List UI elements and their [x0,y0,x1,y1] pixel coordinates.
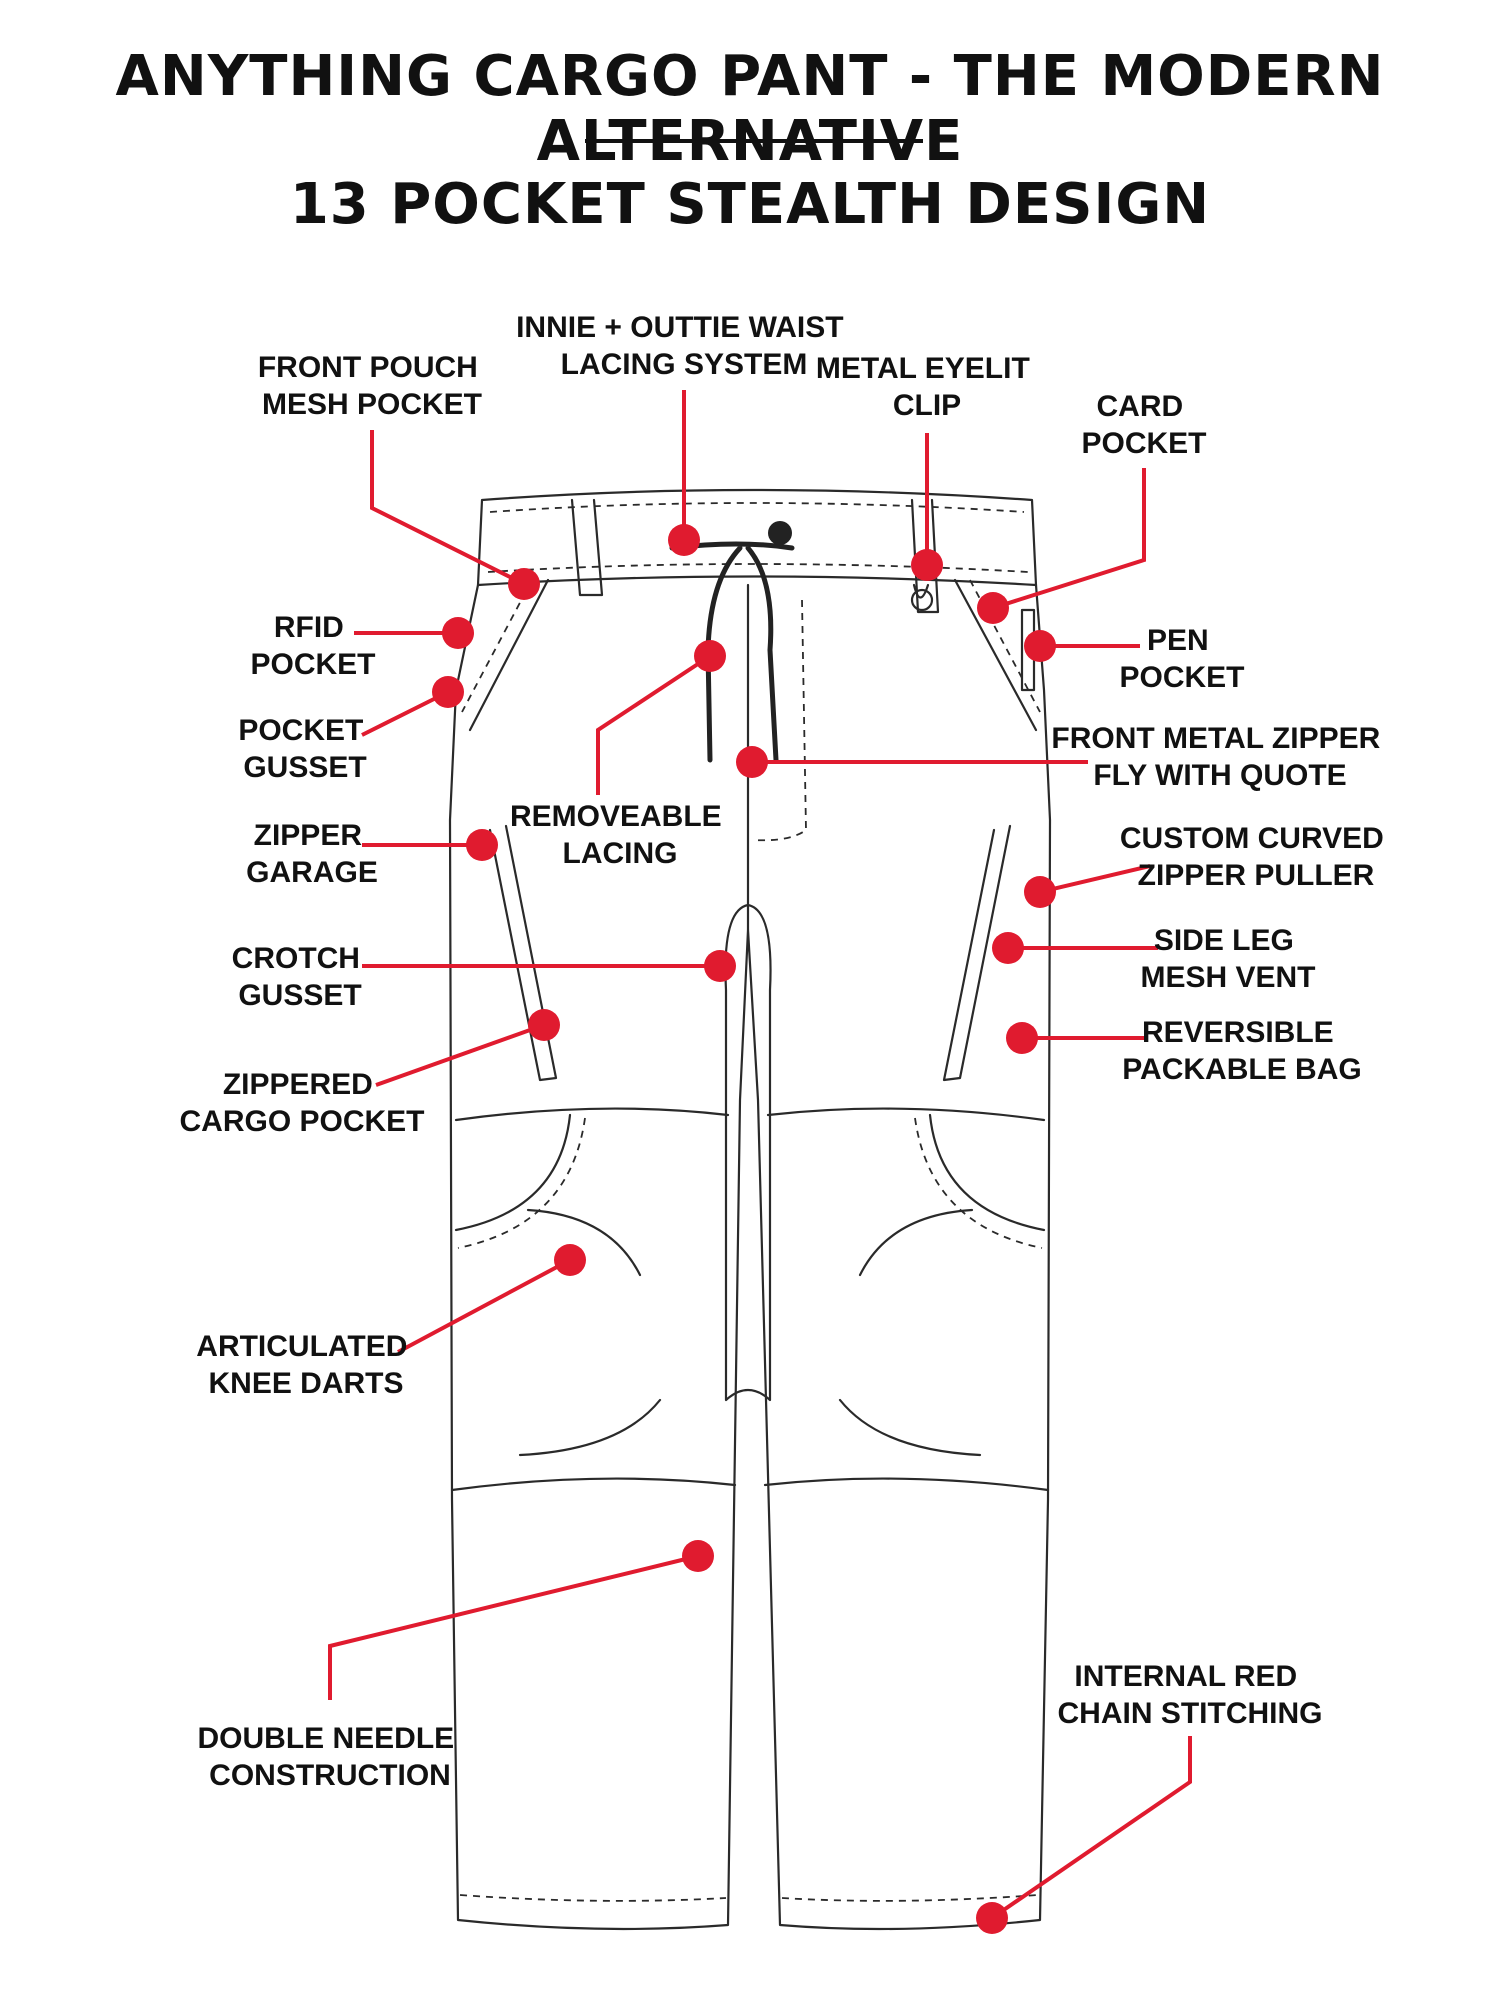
dot-articulated-knee-darts [554,1244,586,1276]
knee-dart-right [858,1208,974,1277]
dot-zippered-cargo-pocket [528,1009,560,1041]
label-metal-eyelit-clip: METAL EYELIT CLIP [816,352,1038,422]
pants-outline [448,583,1052,1931]
leader-zippered-cargo-pocket [375,1023,545,1087]
label-crotch-gusset: CROTCH GUSSET [232,942,369,1012]
label-pocket-gusset: POCKET GUSSET [238,714,371,784]
label-double-needle-construction: DOUBLE NEEDLE CONSTRUCTION [197,1722,462,1792]
knee-dart-right-lower [838,1398,982,1457]
label-articulated-knee-darts: ARTICULATED KNEE DARTS [196,1330,415,1400]
dot-pocket-gusset [432,676,464,708]
knee-seam-right [763,1477,1050,1492]
dot-custom-curved-zipper-puller [1024,876,1056,908]
label-waist-lacing-system: INNIE + OUTTIE WAIST LACING SYSTEM [516,311,852,381]
page-subtitle: 13 POCKET STEALTH DESIGN [289,172,1211,237]
callout-leaders [328,390,1192,1934]
dot-zipper-garage [466,829,498,861]
thigh-panel-right-stitch [914,1117,1043,1249]
crotch-gusset-shape [724,903,772,1402]
label-removeable-lacing: REMOVEABLE LACING [510,800,730,870]
metal-eyelit-clip-shape [910,583,934,612]
hem-stitch-left [459,1894,727,1902]
dot-double-needle-construction [682,1540,714,1572]
thigh-panel-left [454,1113,572,1232]
dot-card-pocket [977,592,1009,624]
dot-internal-red-chain-stitching [976,1902,1008,1934]
label-pen-pocket: PEN POCKET [1119,624,1244,694]
thigh-seam-left [454,1107,730,1122]
label-custom-curved-zipper-puller: CUSTOM CURVED ZIPPER PULLER [1120,822,1392,892]
dot-reversible-packable-bag [1006,1022,1038,1054]
label-zipper-garage: ZIPPER GARAGE [246,819,378,889]
label-rfid-pocket: RFID POCKET [250,611,375,681]
dot-crotch-gusset [704,950,736,982]
hem-stitch-right [781,1894,1039,1902]
belt-loop-left [570,498,604,597]
thigh-seam-right [766,1107,1046,1122]
leader-pocket-gusset [361,690,449,737]
thigh-panel-left-stitch [457,1117,586,1249]
leader-articulated-knee-darts [397,1258,571,1354]
dot-metal-eyelit-clip [911,549,943,581]
knee-dart-left-lower [518,1398,662,1457]
fly-stitch [751,599,807,842]
dot-front-metal-zipper-fly [736,746,768,778]
dot-side-leg-mesh-vent [992,932,1024,964]
label-zippered-cargo-pocket: ZIPPERED CARGO POCKET [179,1068,424,1138]
leader-double-needle-construction [328,1554,699,1700]
knee-seam-left [450,1477,737,1492]
label-internal-red-chain-stitching: INTERNAL RED CHAIN STITCHING [1058,1660,1323,1730]
waistband-stitch-top [489,502,1025,513]
callout-labels: FRONT POUCH MESH POCKET INNIE + OUTTIE W… [179,311,1392,1792]
leader-front-pouch-mesh-pocket [370,430,525,586]
label-side-leg-mesh-vent: SIDE LEG MESH VENT [1140,924,1315,994]
cargo-zipper-left [488,824,558,1082]
dot-rfid-pocket [442,617,474,649]
pants-illustration [448,488,1052,1931]
knee-dart-left [526,1208,642,1277]
dot-removeable-lacing [694,640,726,672]
dot-front-pouch-mesh-pocket [508,568,540,600]
dot-pen-pocket [1024,630,1056,662]
label-card-pocket: CARD POCKET [1081,390,1206,460]
leader-removeable-lacing [596,654,712,795]
cargo-zipper-right [942,824,1012,1082]
lacing-grommet [768,521,792,545]
dot-waist-lacing-system [668,524,700,556]
front-pocket-left [468,578,550,732]
waistband-stitch-bottom [487,563,1029,573]
leader-card-pocket [992,468,1146,610]
waistband [476,488,1038,587]
thigh-panel-right [928,1113,1046,1232]
leader-custom-curved-zipper-puller [1039,864,1151,894]
label-front-pouch-mesh-pocket: FRONT POUCH MESH POCKET [258,351,486,421]
leader-internal-red-chain-stitching [990,1736,1192,1920]
label-reversible-packable-bag: REVERSIBLE PACKABLE BAG [1122,1016,1361,1086]
title-divider [585,139,923,143]
label-front-metal-zipper-fly: FRONT METAL ZIPPER FLY WITH QUOTE [1051,722,1388,792]
front-pocket-right [953,578,1038,732]
